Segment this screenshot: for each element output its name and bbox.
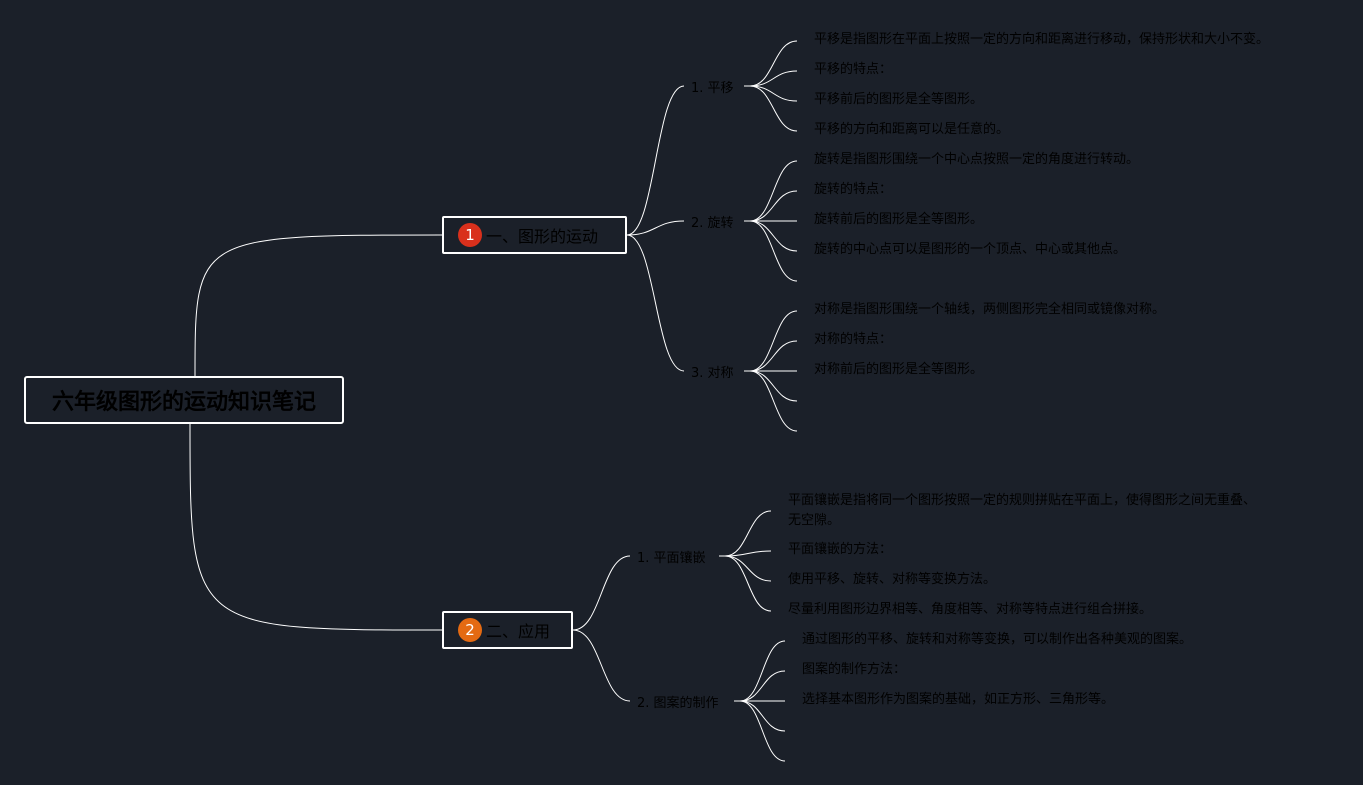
badge-2: 2 xyxy=(458,618,482,642)
connector-line xyxy=(724,510,772,557)
badge-1: 1 xyxy=(458,223,482,247)
leaf-1-3-3[interactable]: 对称前后的图形是全等图形。 xyxy=(814,362,984,377)
leaf-1-3-1[interactable]: 对称是指图形围绕一个轴线，两侧图形完全相同或镜像对称。 xyxy=(814,302,1166,317)
connector-line xyxy=(749,370,798,402)
leaf-1-3-2[interactable]: 对称的特点： xyxy=(814,332,893,347)
connector-line xyxy=(724,550,772,557)
connector-line xyxy=(739,700,786,732)
connector-line xyxy=(749,190,798,222)
connector-line xyxy=(749,370,798,432)
connector-line xyxy=(626,85,685,236)
connector-line xyxy=(749,160,798,222)
leaf-2-1-3[interactable]: 使用平移、旋转、对称等变换方法。 xyxy=(788,572,997,587)
connector-line xyxy=(749,310,798,372)
connector-line xyxy=(724,555,772,612)
leaf-1-2-4[interactable]: 旋转的中心点可以是图形的一个顶点、中心或其他点。 xyxy=(814,242,1127,257)
connector-line xyxy=(749,220,798,282)
connector-line xyxy=(572,555,631,631)
leaf-1-2-1[interactable]: 旋转是指图形围绕一个中心点按照一定的角度进行转动。 xyxy=(814,152,1140,167)
connector-line xyxy=(626,220,685,236)
leaf-1-2-2[interactable]: 旋转的特点： xyxy=(814,182,893,197)
subtopic-1-1[interactable]: 1. 平移 xyxy=(691,81,734,96)
root-topic[interactable]: 六年级图形的运动知识笔记 xyxy=(24,376,344,424)
connector-line xyxy=(749,70,798,87)
connector-line xyxy=(572,629,631,702)
leaf-2-2-1[interactable]: 通过图形的平移、旋转和对称等变换，可以制作出各种美观的图案。 xyxy=(802,632,1193,647)
leaf-1-1-3[interactable]: 平移前后的图形是全等图形。 xyxy=(814,92,984,107)
connector-line xyxy=(739,700,786,762)
leaf-2-1-2[interactable]: 平面镶嵌的方法： xyxy=(788,542,893,557)
leaf-2-1-4[interactable]: 尽量利用图形边界相等、角度相等、对称等特点进行组合拼接。 xyxy=(788,602,1153,617)
subtopic-1-2[interactable]: 2. 旋转 xyxy=(691,216,734,231)
subtopic-2-1[interactable]: 1. 平面镶嵌 xyxy=(637,551,706,566)
leaf-2-2-3[interactable]: 选择基本图形作为图案的基础，如正方形、三角形等。 xyxy=(802,692,1115,707)
connector-line xyxy=(724,555,772,582)
subtopic-2-2[interactable]: 2. 图案的制作 xyxy=(637,696,719,711)
leaf-2-2-2[interactable]: 图案的制作方法： xyxy=(802,662,907,677)
connector-line xyxy=(194,234,443,377)
leaf-1-2-3[interactable]: 旋转前后的图形是全等图形。 xyxy=(814,212,984,227)
subtopic-1-3[interactable]: 3. 对称 xyxy=(691,366,734,381)
connector-line xyxy=(626,234,685,372)
leaf-1-1-4[interactable]: 平移的方向和距离可以是任意的。 xyxy=(814,122,1010,137)
leaf-2-1-1[interactable]: 平面镶嵌是指将同一个图形按照一定的规则拼贴在平面上，使得图形之间无重叠、无空隙。 xyxy=(788,493,1257,528)
main-topic-label-1: 一、图形的运动 xyxy=(486,227,599,246)
connector-line xyxy=(749,40,798,87)
connector-line xyxy=(189,423,443,631)
connector-line xyxy=(739,670,786,702)
main-topic-label-2: 二、应用 xyxy=(486,622,551,641)
leaf-1-1-2[interactable]: 平移的特点： xyxy=(814,62,893,77)
connector-line xyxy=(749,220,798,252)
connector-line xyxy=(749,340,798,372)
root-topic-label: 六年级图形的运动知识笔记 xyxy=(51,390,316,415)
connector-line xyxy=(739,640,786,702)
connector-line xyxy=(749,85,798,132)
leaf-1-1-1[interactable]: 平移是指图形在平面上按照一定的方向和距离进行移动，保持形状和大小不变。 xyxy=(814,32,1270,47)
connector-line xyxy=(749,85,798,102)
